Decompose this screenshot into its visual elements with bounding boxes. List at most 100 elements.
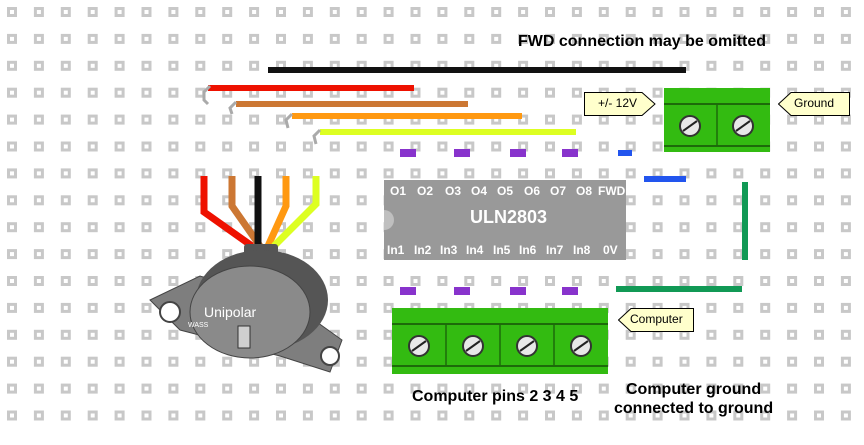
chip-pin-top: O7	[550, 184, 567, 198]
board-hole-center	[386, 117, 391, 122]
board-hole-center	[790, 413, 795, 418]
board-hole-center	[413, 171, 418, 176]
board-hole-center	[252, 144, 257, 149]
board-hole-center	[655, 90, 660, 95]
board-hole-center	[817, 332, 821, 337]
board-hole-center	[682, 332, 687, 337]
board-hole-center	[628, 386, 633, 391]
board-hole-center	[144, 305, 149, 310]
board-hole-center	[601, 386, 606, 391]
board-hole-center	[63, 144, 68, 149]
board-hole-center	[682, 198, 687, 203]
board-hole-center	[332, 279, 337, 283]
board-hole-center	[736, 10, 741, 14]
board-hole-center	[628, 359, 633, 364]
board-hole-center	[117, 63, 122, 68]
board-hole-center	[628, 171, 633, 176]
board-hole-center	[10, 305, 14, 310]
board-hole-center	[36, 386, 41, 391]
board-hole-center	[817, 305, 821, 310]
motor-shaft	[237, 325, 251, 349]
chip-title: ULN2803	[470, 207, 548, 227]
board-hole-center	[279, 359, 283, 364]
board-hole-center	[709, 171, 714, 176]
board-hole-center	[601, 279, 606, 283]
board-hole-center	[521, 90, 526, 95]
board-hole-center	[279, 171, 283, 176]
board-hole-center	[467, 171, 472, 176]
board-hole-center	[36, 171, 41, 176]
board-hole-center	[171, 198, 176, 203]
board-hole-center	[601, 63, 606, 68]
board-hole-center	[843, 144, 848, 149]
resistor	[510, 287, 526, 295]
board-hole-center	[10, 63, 14, 68]
motor-body-face	[189, 265, 311, 359]
board-hole-center	[467, 63, 472, 68]
board-hole-center	[628, 117, 633, 122]
board-hole-center	[171, 36, 176, 41]
board-hole-center	[144, 90, 149, 95]
board-hole-center	[682, 305, 687, 310]
board-hole-center	[440, 413, 445, 418]
board-hole-center	[386, 36, 391, 41]
board-hole-center	[790, 386, 795, 391]
board-hole-center	[63, 171, 68, 176]
board-hole-center	[467, 36, 472, 41]
board-hole-center	[682, 359, 687, 364]
board-hole-center	[144, 117, 149, 122]
board-hole-center	[682, 36, 687, 41]
board-hole-center	[817, 386, 821, 391]
board-hole-center	[709, 252, 714, 257]
board-hole-center	[144, 252, 149, 257]
board-hole-center	[440, 10, 445, 14]
board-hole-center	[171, 252, 176, 257]
board-hole-center	[548, 90, 552, 95]
board-hole-center	[628, 36, 633, 41]
chip-pin-bottom: In7	[546, 243, 564, 257]
board-hole-center	[548, 144, 552, 149]
board-hole-center	[252, 386, 257, 391]
board-hole-center	[467, 90, 472, 95]
board-hole-center	[386, 305, 391, 310]
board-hole-center	[521, 279, 526, 283]
board-hole-center	[548, 10, 552, 14]
board-hole-center	[198, 117, 203, 122]
board-hole-center	[359, 305, 364, 310]
board-hole-center	[763, 198, 768, 203]
board-hole-center	[225, 171, 230, 176]
board-hole-center	[790, 10, 795, 14]
board-hole-center	[198, 225, 203, 230]
board-hole-center	[736, 332, 741, 337]
board-hole-center	[225, 386, 230, 391]
board-hole-center	[817, 144, 821, 149]
board-hole-center	[90, 36, 95, 41]
board-hole-center	[763, 359, 768, 364]
board-hole-center	[440, 171, 445, 176]
board-hole-center	[682, 386, 687, 391]
board-hole-center	[601, 171, 606, 176]
board-hole-center	[574, 144, 579, 149]
board-hole-center	[655, 359, 660, 364]
board-hole-center	[359, 36, 364, 41]
board-hole-center	[10, 171, 14, 176]
board-hole-center	[359, 225, 364, 230]
board-hole-center	[548, 386, 552, 391]
board-hole-center	[332, 10, 337, 14]
board-hole-center	[467, 386, 472, 391]
board-hole-center	[494, 413, 499, 418]
board-hole-center	[763, 171, 768, 176]
resistors	[400, 149, 578, 295]
board-hole-center	[494, 171, 499, 176]
board-hole-center	[10, 332, 14, 337]
board-hole-center	[279, 144, 283, 149]
motor-wire-brown	[228, 176, 263, 249]
computer-tag: Computer	[630, 312, 683, 326]
board-hole-center	[332, 305, 337, 310]
board-hole-center	[252, 117, 257, 122]
board-hole-center	[628, 332, 633, 337]
board-hole-center	[386, 63, 391, 68]
board-hole-center	[359, 386, 364, 391]
board-hole-center	[36, 10, 41, 14]
